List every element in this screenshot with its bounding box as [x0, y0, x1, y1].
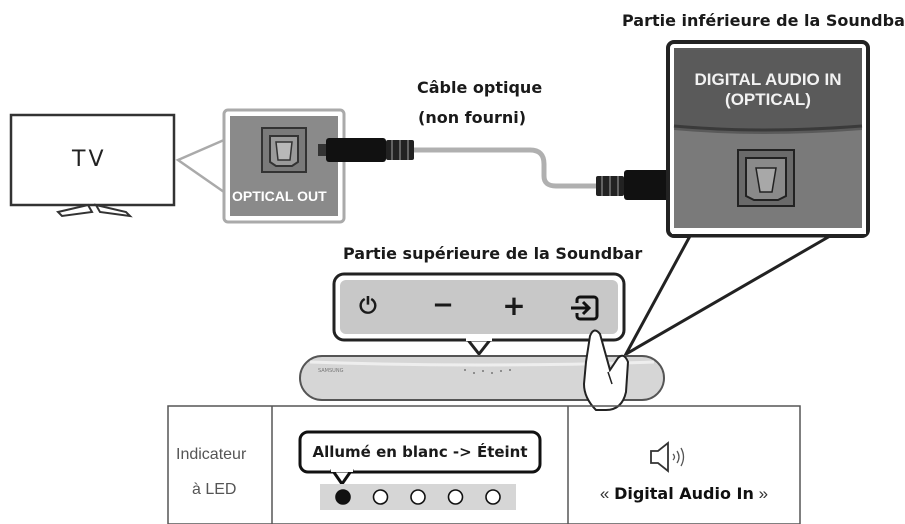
- soundbar-top-label: Partie supérieure de la Soundbar: [343, 244, 643, 263]
- digital-in-label-line1: DIGITAL AUDIO IN: [694, 70, 842, 89]
- digital-in-label-line2: (OPTICAL): [725, 90, 811, 109]
- led-off: [410, 489, 426, 505]
- power-button[interactable]: ⏻: [359, 294, 377, 319]
- button-panel-callout: [332, 272, 626, 357]
- led-indicator-label-line1: Indicateur: [176, 446, 247, 463]
- hand-pressing: [582, 329, 630, 411]
- tv-label: TV: [72, 147, 107, 172]
- tv-callout-pointer: [175, 138, 226, 195]
- led-off: [447, 489, 464, 505]
- quote-open: «: [599, 484, 615, 503]
- led-indicator-label-line2: à LED: [192, 481, 237, 498]
- optical-out-panel: [222, 108, 346, 224]
- speaker-icon: [650, 441, 685, 473]
- input-source-icon: [570, 295, 599, 321]
- soundbar-bottom-label: Partie inférieure de la Soundbar: [622, 11, 905, 30]
- voice-guide: « Digital Audio In »: [568, 484, 800, 504]
- voice-guide-text: Digital Audio In: [614, 484, 754, 503]
- led-status-text: Allumé en blanc -> Éteint: [312, 443, 528, 461]
- input-button[interactable]: [566, 292, 600, 324]
- panel-callout-pointer: [622, 234, 836, 358]
- cable-label-line2: (non fourni): [418, 108, 527, 127]
- quote-close: »: [753, 484, 769, 503]
- optical-cable: [318, 138, 696, 200]
- svg-text:SAMSUNG: SAMSUNG: [318, 368, 344, 374]
- tv-illustration: [9, 113, 176, 218]
- led-off: [372, 489, 389, 505]
- digital-audio-in-panel: [666, 40, 870, 238]
- volume-up-button[interactable]: +: [502, 289, 526, 322]
- led-status-callout: [298, 430, 542, 474]
- optical-out-label: OPTICAL OUT: [232, 188, 327, 204]
- info-table: [167, 405, 801, 524]
- cable-label-line1: Câble optique: [417, 78, 543, 97]
- volume-down-button[interactable]: −: [432, 290, 454, 320]
- led-on: [335, 489, 351, 505]
- led-off: [485, 489, 501, 505]
